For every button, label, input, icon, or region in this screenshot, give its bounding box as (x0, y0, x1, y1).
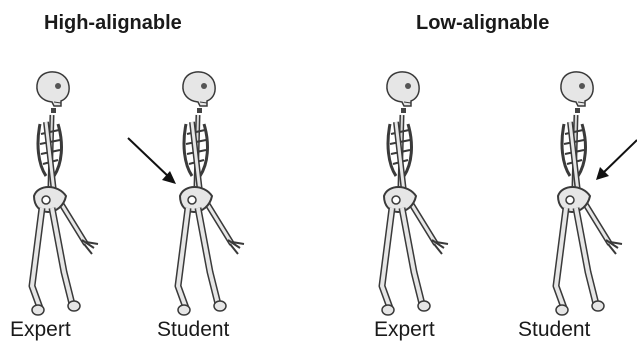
label-low-expert: Expert (374, 318, 435, 342)
skeleton-low-student (556, 72, 622, 315)
skeleton-high-student (178, 72, 244, 315)
arrow-icon-high-student (128, 138, 176, 184)
label-high-expert: Expert (10, 318, 71, 342)
label-low-student: Student (518, 318, 590, 342)
skeleton-low-expert (382, 72, 448, 315)
skeleton-high-expert (32, 72, 98, 315)
arrow-icon-low-student (596, 140, 637, 180)
label-high-student: Student (157, 318, 229, 342)
